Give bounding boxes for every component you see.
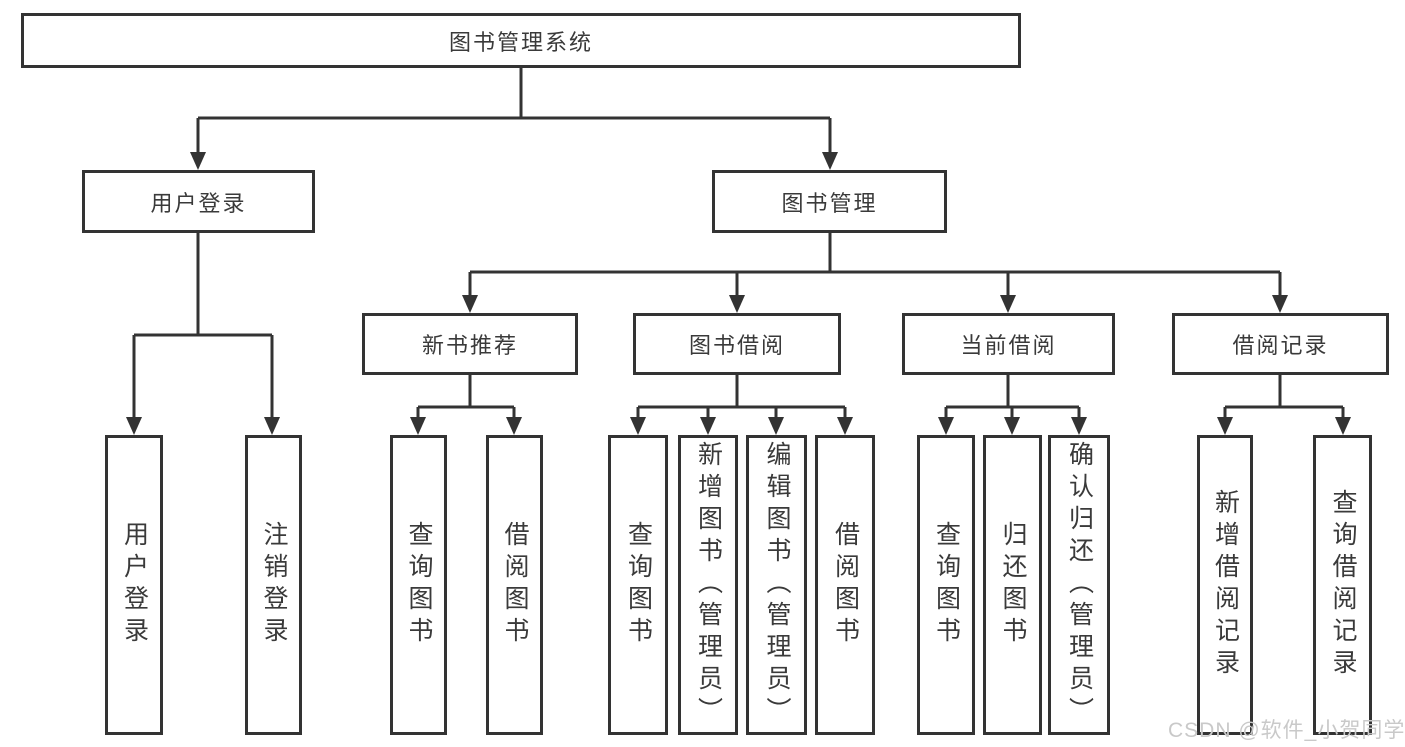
leaf-query-borrow-record: 查询借阅记录 <box>1313 435 1372 735</box>
arrow-down-icon <box>506 417 522 435</box>
arrow-down-icon <box>729 295 745 313</box>
arrow-down-icon <box>264 417 280 435</box>
arrow-down-icon <box>190 152 206 170</box>
leaf-label: 借阅图书 <box>831 521 860 649</box>
node-borrowing-records: 借阅记录 <box>1172 313 1389 375</box>
leaf-label: 查询图书 <box>624 521 653 649</box>
arrow-down-icon <box>1335 417 1351 435</box>
leaf-add-borrow-record: 新增借阅记录 <box>1197 435 1253 735</box>
arrow-down-icon <box>630 417 646 435</box>
arrow-down-icon <box>126 417 142 435</box>
leaf-borrow-books-recommend: 借阅图书 <box>486 435 543 735</box>
arrow-down-icon <box>700 417 716 435</box>
leaf-return-books: 归还图书 <box>983 435 1042 735</box>
arrowhead-icons <box>126 152 1351 435</box>
leaf-label: 归还图书 <box>999 521 1027 649</box>
node-current-borrowing: 当前借阅 <box>902 313 1115 375</box>
arrow-down-icon <box>822 152 838 170</box>
leaf-label: 查询图书 <box>405 521 433 649</box>
leaf-query-books-current: 查询图书 <box>917 435 975 735</box>
csdn-watermark: CSDN @软件_小贺同学 <box>1168 719 1405 742</box>
leaf-confirm-return-admin: 确认归还（管理员） <box>1048 435 1110 735</box>
arrow-down-icon <box>1272 295 1288 313</box>
node-user-login: 用户登录 <box>82 170 315 233</box>
arrow-down-icon <box>1000 295 1016 313</box>
arrow-down-icon <box>1004 417 1020 435</box>
leaf-label: 用户登录 <box>120 521 149 649</box>
arrow-down-icon <box>768 417 784 435</box>
arrow-down-icon <box>462 295 478 313</box>
node-library-management-system: 图书管理系统 <box>21 13 1021 68</box>
node-new-book-recommendation: 新书推荐 <box>362 313 578 375</box>
leaf-label: 确认归还（管理员） <box>1065 441 1094 729</box>
leaf-user-login: 用户登录 <box>105 435 163 735</box>
leaf-label: 查询图书 <box>932 521 961 649</box>
node-book-management: 图书管理 <box>712 170 947 233</box>
leaf-label: 查询借阅记录 <box>1329 489 1357 681</box>
arrow-down-icon <box>410 417 426 435</box>
leaf-add-book-admin: 新增图书（管理员） <box>678 435 738 735</box>
leaf-label: 注销登录 <box>260 521 288 649</box>
node-book-borrowing: 图书借阅 <box>633 313 841 375</box>
leaf-label: 新增借阅记录 <box>1211 489 1240 681</box>
leaf-query-books-recommend: 查询图书 <box>390 435 447 735</box>
leaf-query-books-borrowing: 查询图书 <box>608 435 668 735</box>
leaf-edit-book-admin: 编辑图书（管理员） <box>746 435 807 735</box>
leaf-borrow-books-borrowing: 借阅图书 <box>815 435 875 735</box>
leaf-label: 借阅图书 <box>501 521 529 649</box>
arrow-down-icon <box>938 417 954 435</box>
tree-edges <box>132 68 1345 418</box>
arrow-down-icon <box>837 417 853 435</box>
leaf-label: 新增图书（管理员） <box>694 441 723 729</box>
arrow-down-icon <box>1217 417 1233 435</box>
leaf-label: 编辑图书（管理员） <box>763 441 791 729</box>
leaf-logout: 注销登录 <box>245 435 302 735</box>
arrow-down-icon <box>1071 417 1087 435</box>
